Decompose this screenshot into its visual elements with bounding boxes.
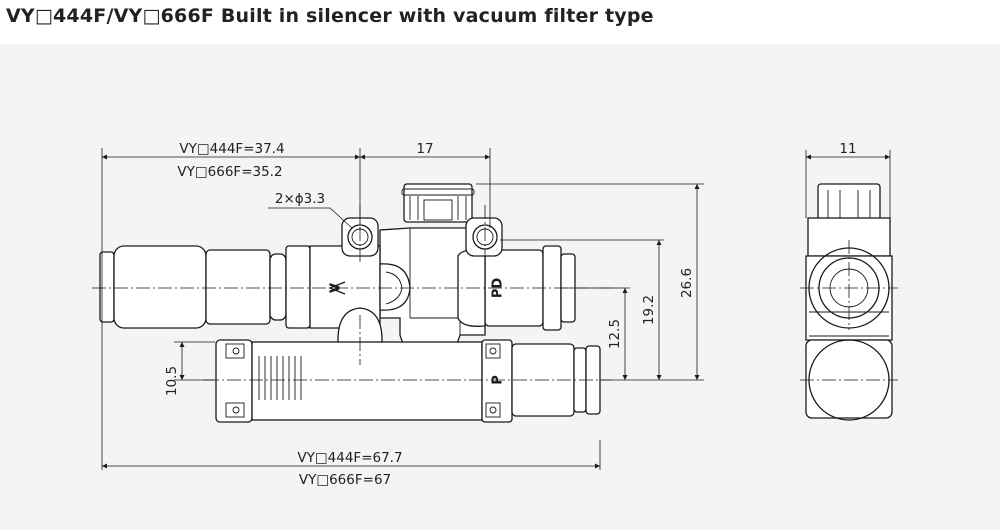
pd-port-label: PD xyxy=(491,278,506,299)
dim-top-17: 17 xyxy=(416,141,433,157)
p-port-label: P xyxy=(491,375,506,385)
silencer-body xyxy=(203,339,601,423)
dim-top-left-666: VY□666F=35.2 xyxy=(177,164,282,180)
dim-19-2: 19.2 xyxy=(641,295,657,325)
dim-26-6: 26.6 xyxy=(679,268,695,298)
dim-bottom-666: VY□666F=67 xyxy=(299,472,391,488)
dimension-lines: VY□444F=37.4 VY□666F=35.2 17 2×ϕ3.3 VY□4… xyxy=(101,141,704,488)
dim-holes: 2×ϕ3.3 xyxy=(275,191,325,207)
v-port-fitting xyxy=(99,245,411,329)
dim-12-5: 12.5 xyxy=(607,319,623,349)
dim-side-width: 11 xyxy=(839,141,856,157)
dim-top-left-444: VY□444F=37.4 xyxy=(179,141,284,157)
page-title: VY□444F/VY□666F Built in silencer with v… xyxy=(6,5,654,27)
dim-10-5: 10.5 xyxy=(164,366,180,396)
filter-cap xyxy=(401,183,475,223)
v-port-label: V xyxy=(329,283,344,293)
front-view: V PD P xyxy=(92,183,618,423)
side-view: 11 xyxy=(800,141,898,421)
dim-bottom-444: VY□444F=67.7 xyxy=(297,450,402,466)
